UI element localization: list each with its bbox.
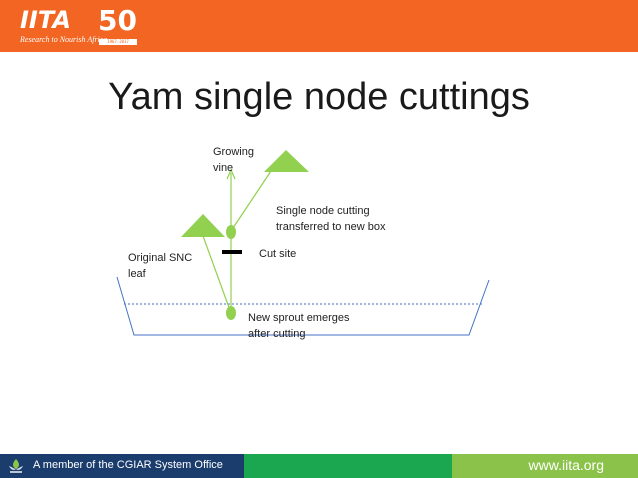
yam-cutting-diagram: [116, 150, 490, 336]
upper-leaf: [264, 150, 309, 172]
label-cut-site: Cut site: [259, 248, 297, 260]
label-single-node-cutting: Single node cutting transferred to new b…: [276, 205, 386, 233]
footer-member-text: A member of the CGIAR System Office: [33, 459, 223, 471]
upper-leaf-stem: [230, 164, 276, 232]
anniversary-logo: 50: [98, 4, 137, 37]
new-sprout-node: [226, 306, 236, 320]
cut-site-mark: [222, 250, 242, 254]
slide-title: Yam single node cuttings: [108, 76, 530, 118]
single-node: [226, 225, 236, 239]
iita-tagline: Research to Nourish Africa: [20, 35, 108, 44]
original-snc-leaf: [181, 214, 225, 237]
original-leaf-stem: [202, 235, 232, 314]
footer-url-link[interactable]: www.iita.org: [528, 457, 604, 473]
propagation-box: [116, 276, 490, 336]
footer-lime-segment: [452, 454, 638, 478]
growth-arrow-icon: [226, 168, 236, 180]
cgiar-logo-icon: [9, 459, 23, 473]
label-original-snc-leaf: Original SNC leaf: [128, 252, 193, 280]
footer-bar: A member of the CGIAR System Office www.…: [0, 454, 638, 478]
iita-logo: IITA: [20, 6, 71, 34]
header-bar: IITA Research to Nourish Africa 50 1967-…: [0, 0, 638, 52]
footer-green-segment: [244, 454, 452, 478]
anniversary-years: 1967-2017: [99, 39, 137, 45]
footer-blue-segment: [0, 454, 244, 478]
label-growing-vine: Growing vine: [213, 146, 254, 174]
label-new-sprout: New sprout emerges after cutting: [248, 312, 350, 340]
